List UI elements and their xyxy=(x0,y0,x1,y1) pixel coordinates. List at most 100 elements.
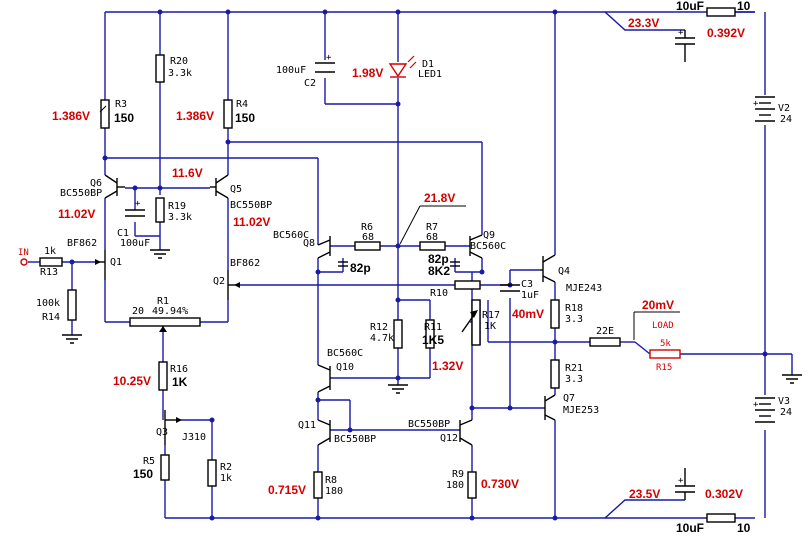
v2-plus: + xyxy=(753,99,759,109)
q5-part: BC550BP xyxy=(230,200,272,211)
svg-text:+: + xyxy=(678,28,684,38)
r17-pot xyxy=(471,299,481,346)
r1-label: R1 xyxy=(157,296,169,307)
r12-resistor xyxy=(393,319,403,349)
v-40mv: 40mV xyxy=(512,307,544,321)
battery-v3 xyxy=(755,397,775,423)
r19-label: R19 xyxy=(168,201,186,212)
r4-value: 150 xyxy=(235,111,255,125)
r19-resistor xyxy=(155,197,165,223)
q11-part: BC550BP xyxy=(334,434,376,445)
wires xyxy=(28,11,793,519)
r5-resistor xyxy=(160,454,170,481)
top-10-resistor xyxy=(706,7,736,17)
v-21-8: 21.8V xyxy=(424,191,455,205)
v-11-6: 11.6V xyxy=(172,166,203,180)
q1-label: Q1 xyxy=(110,257,122,268)
v-20mv: 20mV xyxy=(642,298,674,312)
r15-label: R15 xyxy=(656,363,672,373)
c1-value: 100uF xyxy=(120,238,150,249)
battery-v2 xyxy=(755,96,775,122)
q1-part: BF862 xyxy=(67,238,97,249)
c82b-capacitor xyxy=(450,261,460,267)
r15-value: 5k xyxy=(660,339,671,349)
top-10uf-capacitor: + xyxy=(675,28,695,62)
r20-resistor xyxy=(155,54,165,83)
d1-part: LED1 xyxy=(418,69,442,80)
q9-part: BC560C xyxy=(470,241,506,252)
r8-label: R8 xyxy=(325,475,337,486)
r8-value: 180 xyxy=(325,486,343,497)
v-led: 1.98V xyxy=(352,66,383,80)
r21-label: R21 xyxy=(565,363,583,374)
r3-resistor xyxy=(100,99,110,129)
top-cap-value: 10uF xyxy=(676,0,704,13)
q7-label: Q7 xyxy=(563,393,575,404)
led-d1 xyxy=(388,55,417,78)
r16-label: R16 xyxy=(170,364,188,375)
q9-transistor xyxy=(469,234,483,259)
svg-text:+: + xyxy=(678,476,684,486)
voltage-annotations: 23.3V 0.392V 1.98V 1.386V 1.386V 11.6V 1… xyxy=(52,16,745,501)
r20-value: 3.3k xyxy=(168,68,192,79)
r1-percent: 49.94% xyxy=(152,306,188,317)
q3-jfet xyxy=(164,410,182,445)
r10-resistor xyxy=(454,280,481,290)
q3-part: J310 xyxy=(182,432,206,443)
r5-label: R5 xyxy=(143,456,155,467)
q8-transistor xyxy=(317,236,331,259)
c2-value: 100uF xyxy=(276,65,306,76)
q3-label: Q3 xyxy=(156,427,168,438)
r20-label: R20 xyxy=(170,56,188,67)
r17-label: R17 xyxy=(482,310,500,321)
r7-value: 68 xyxy=(426,232,438,243)
q12-transistor xyxy=(459,419,473,446)
r9-label: R9 xyxy=(452,469,464,480)
r12-value: 4.7k xyxy=(370,333,394,344)
r8-resistor xyxy=(313,471,323,499)
r18-value: 3.3 xyxy=(565,314,583,325)
v-1-32: 1.32V xyxy=(432,359,463,373)
c1-label: C1 xyxy=(117,228,129,239)
r19-value: 3.3k xyxy=(168,212,192,223)
r1-value: 20 xyxy=(132,306,144,317)
q8-part: BC560C xyxy=(273,230,309,241)
r16-resistor xyxy=(158,361,168,391)
top-res-value: 10 xyxy=(737,0,751,13)
r9-value: 180 xyxy=(446,480,464,491)
v3-value: 24 xyxy=(780,407,792,418)
r21-resistor xyxy=(550,359,560,389)
c2-capacitor: + xyxy=(315,53,335,73)
c82a-value: 82p xyxy=(350,261,371,275)
r9-resistor xyxy=(467,471,477,499)
r3-value: 150 xyxy=(114,111,134,125)
v-23-3: 23.3V xyxy=(628,16,659,30)
r14-label: R14 xyxy=(42,312,60,323)
r6-resistor xyxy=(354,241,381,251)
v2-label: V2 xyxy=(778,103,790,114)
r16-value: 1K xyxy=(172,375,188,389)
r2-resistor xyxy=(207,459,217,487)
v-0-730: 0.730V xyxy=(481,477,519,491)
c82a-capacitor xyxy=(338,261,348,267)
r1-pot xyxy=(129,317,201,327)
svg-text:+: + xyxy=(135,199,141,209)
v-r4: 1.386V xyxy=(176,109,214,123)
v-0-392: 0.392V xyxy=(707,26,745,40)
r7-resistor xyxy=(419,241,446,251)
bottom-10uf-capacitor: + xyxy=(675,468,695,500)
v-0-302: 0.302V xyxy=(705,487,743,501)
r11-value: 1K5 xyxy=(422,333,444,347)
r13-label: R13 xyxy=(40,267,58,278)
r4-resistor xyxy=(223,99,233,129)
v-23-5: 23.5V xyxy=(629,487,660,501)
q5-transistor xyxy=(210,174,229,199)
q6-label: Q6 xyxy=(90,178,102,189)
v-r3: 1.386V xyxy=(52,109,90,123)
input-node xyxy=(20,258,28,266)
q10-transistor xyxy=(317,364,331,393)
v3-plus: + xyxy=(753,400,759,410)
r13-value: 1k xyxy=(44,246,56,257)
q9-label: Q9 xyxy=(483,230,495,241)
